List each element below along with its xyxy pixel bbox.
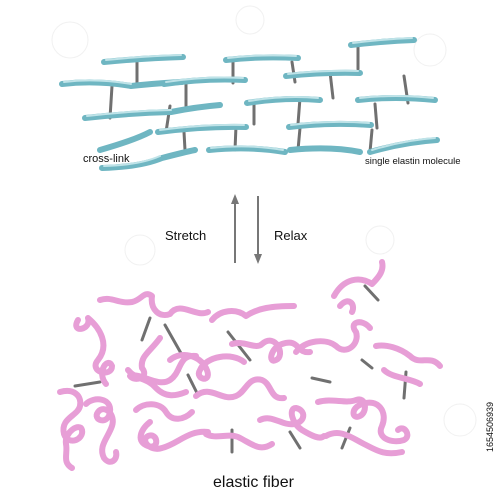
crosslink (363, 284, 380, 302)
stretch-label: Stretch (165, 228, 206, 243)
elastin-molecule (161, 76, 248, 87)
coiled-elastin-molecule (373, 342, 443, 369)
elastin-molecule (155, 123, 249, 135)
crosslink (288, 430, 302, 450)
crosslink (73, 380, 102, 388)
down-arrow-icon (254, 254, 262, 264)
cross-link-label: cross-link (83, 153, 130, 165)
coiled-elastin-molecule (137, 419, 211, 452)
coiled-elastin-molecule (209, 303, 297, 323)
coiled-elastin-molecule (331, 259, 386, 299)
relaxed-network: elastic fiber (57, 259, 443, 491)
elastin-molecule (244, 96, 323, 106)
elastin-molecule (287, 145, 363, 155)
crosslink (310, 376, 332, 384)
coiled-elastin-molecule (203, 431, 275, 451)
elastic-fiber-label: elastic fiber (213, 474, 295, 491)
coiled-elastin-molecule (83, 396, 120, 465)
coiled-elastin-molecule (381, 367, 423, 387)
crosslink (140, 316, 152, 342)
elastin-molecule (97, 129, 153, 153)
crosslink (182, 130, 187, 152)
coiled-elastin-molecule (97, 291, 211, 318)
stretch-relax-arrows: Stretch Relax (165, 194, 308, 264)
crosslink (186, 373, 200, 397)
coiled-elastin-molecule (133, 401, 195, 422)
crosslink (328, 70, 335, 100)
elastin-molecule (355, 95, 438, 103)
coiled-elastin-molecule (193, 376, 287, 402)
coiled-elastin-molecule (127, 335, 199, 386)
stretched-network: cross-link single elastin molecule (59, 37, 461, 171)
coiled-elastin-molecule (293, 319, 373, 355)
elastin-molecules-relaxed (57, 259, 443, 471)
crosslink (368, 128, 374, 154)
relax-label: Relax (274, 228, 308, 243)
elastin-molecule (286, 120, 374, 130)
elastin-molecule (367, 137, 440, 155)
crosslink (296, 96, 302, 126)
coiled-elastin-molecule (257, 405, 327, 441)
coiled-elastin-molecule (167, 351, 247, 382)
elastin-molecule (82, 102, 223, 121)
single-elastin-molecule-label: single elastin molecule (365, 156, 461, 167)
coiled-elastin-molecule (337, 298, 356, 315)
elastin-molecule (99, 147, 198, 171)
elastin-molecule (283, 69, 363, 79)
side-id-text: 1654506939 (485, 402, 495, 452)
elastin-molecule (223, 54, 301, 63)
elastin-molecule (348, 37, 417, 48)
crosslink (290, 60, 297, 84)
elastin-molecule (206, 145, 288, 155)
coiled-elastin-molecule (315, 396, 411, 445)
coiled-elastin-molecule (323, 430, 405, 457)
elastin-molecules-stretched (59, 37, 440, 171)
coiled-elastin-molecule (57, 388, 86, 471)
coiled-elastin-molecule (229, 337, 313, 364)
crosslink (373, 102, 379, 130)
watermark-pattern (51, 5, 477, 437)
coiled-elastin-molecule (73, 315, 115, 387)
elastin-molecule (101, 54, 186, 65)
crosslink (360, 358, 374, 370)
crosslink (163, 323, 184, 357)
up-arrow-icon (231, 194, 239, 204)
coiled-elastin-molecule (125, 367, 189, 399)
